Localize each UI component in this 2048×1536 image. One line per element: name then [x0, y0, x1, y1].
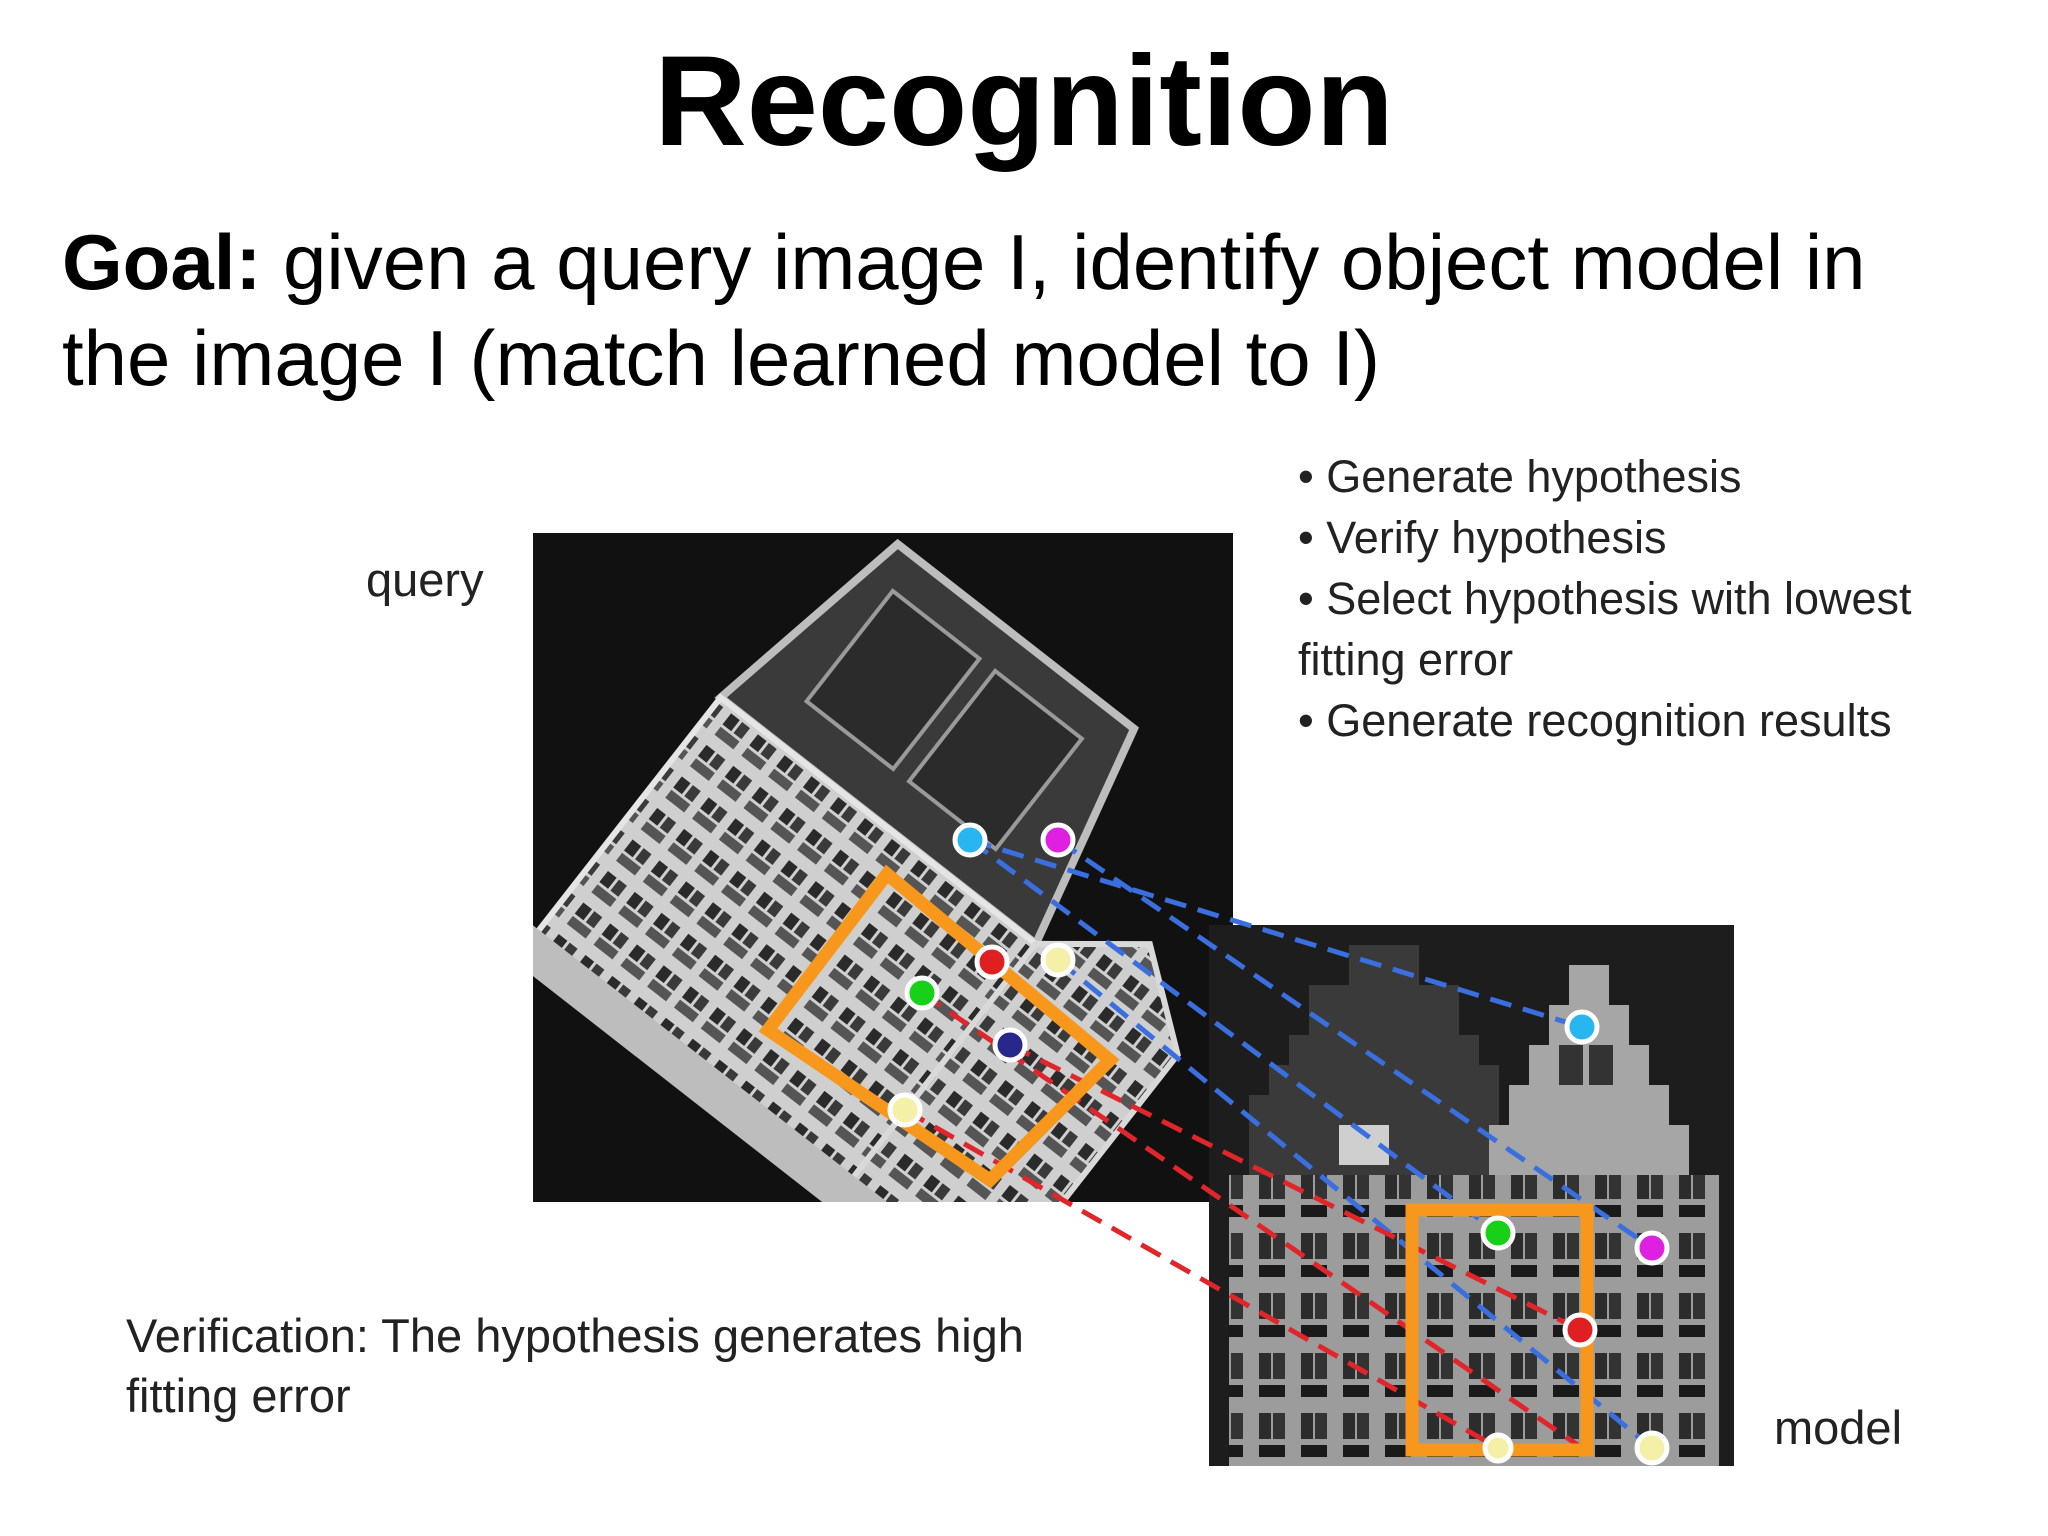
step-item: • Select hypothesis with lowest [1298, 573, 1912, 624]
slide-title: Recognition [654, 30, 1394, 173]
keypoint-cyan [1564, 1009, 1600, 1045]
match-line-blue [969, 837, 1583, 1030]
step-item: • Generate recognition results [1298, 695, 1892, 746]
steps-list: • Generate hypothesis • Verify hypothesi… [1298, 446, 2038, 751]
model-label: model [1774, 1401, 1903, 1454]
query-image [533, 533, 1233, 1202]
verification-line-2: fitting error [126, 1369, 351, 1422]
match-line-blue [968, 837, 1500, 1236]
hypothesis-box-query [758, 864, 1120, 1189]
keypoint-cyan [952, 822, 988, 858]
match-line-blue [1056, 837, 1654, 1251]
keypoint-red [1562, 1312, 1598, 1348]
keypoint-yellow [1040, 942, 1076, 978]
keypoint-magenta [1634, 1230, 1670, 1266]
keypoint-yellow [887, 1092, 923, 1128]
keypoint-yellow [1634, 1430, 1670, 1466]
verification-line-1: Verification: The hypothesis generates h… [126, 1309, 1024, 1362]
step-item: • Verify hypothesis [1298, 512, 1667, 563]
goal-text-1: given a query image I, identify object m… [283, 218, 1866, 306]
verification-note: Verification: The hypothesis generates h… [126, 1306, 1126, 1426]
query-house-graphic [533, 538, 1181, 1202]
step-item-continuation: fitting error [1298, 634, 1514, 685]
query-label: query [366, 553, 484, 606]
keypoint-white [1482, 1432, 1514, 1464]
keypoint-green [904, 975, 940, 1011]
keypoint-magenta [1040, 822, 1076, 858]
goal-line-1: Goal: given a query image I, identify ob… [62, 214, 2002, 310]
goal-statement: Goal: given a query image I, identify ob… [62, 214, 2002, 406]
step-item: • Generate hypothesis [1298, 451, 1742, 502]
model-image [1209, 925, 1734, 1466]
keypoint-navy [992, 1027, 1028, 1063]
goal-label: Goal: [62, 218, 262, 306]
match-line-blue [1056, 958, 1654, 1450]
goal-line-2: the image I (match learned model to I) [62, 314, 1380, 402]
match-line-red [1008, 1042, 1582, 1333]
keypoint-green [1480, 1215, 1516, 1251]
match-line-red [920, 990, 1584, 1451]
keypoint-red [974, 944, 1010, 980]
